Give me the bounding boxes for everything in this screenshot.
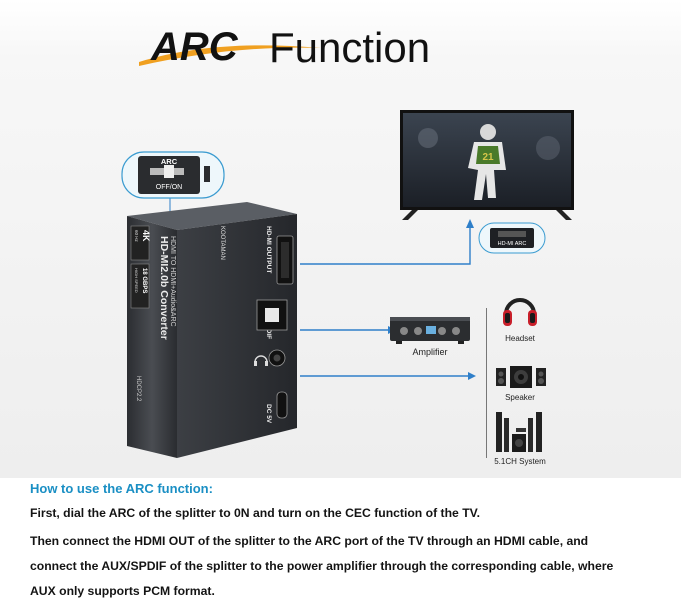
football-player-icon: 21 xyxy=(468,124,506,200)
speaker xyxy=(494,362,548,390)
title-graphic: ARC Function xyxy=(138,24,430,71)
knob-icon xyxy=(452,327,460,335)
title-function: Function xyxy=(269,24,430,71)
switch-label: ARC xyxy=(161,157,178,166)
spdif-port-icon xyxy=(256,299,288,331)
device-description: HDMI TO HDMI+Audio&ARC xyxy=(169,236,176,327)
swoosh-icon xyxy=(138,45,321,66)
surround-system-icon xyxy=(496,412,542,452)
amplifier-label: Amplifier xyxy=(412,347,448,357)
arc-switch-callout: ARC OFF/ON xyxy=(120,150,226,200)
knob-icon xyxy=(400,327,408,335)
instruction-line: connect the AUX/SPDIF of the splitter to… xyxy=(30,559,614,573)
peripheral-label: 5.1CH System xyxy=(494,457,546,466)
arrow-right-icon xyxy=(468,372,476,380)
headset xyxy=(500,290,540,330)
instruction-line: Then connect the HDMI OUT of the splitte… xyxy=(30,534,589,548)
badge-4k: 4K xyxy=(141,230,151,242)
knob-icon xyxy=(438,327,446,335)
hdmi-port-icon xyxy=(498,231,526,237)
knob-icon xyxy=(414,327,422,335)
dc-label: DC 5V xyxy=(265,404,272,424)
switch-knob-icon xyxy=(164,165,174,178)
speaker-icon xyxy=(496,366,546,388)
device-brand: KOOTAMAN xyxy=(219,226,225,260)
tv-port-label: HD-MI ARC xyxy=(498,241,527,247)
television: 21 xyxy=(398,108,576,222)
hdmi-cable-line xyxy=(300,226,471,265)
switch-state: OFF/ON xyxy=(156,184,182,191)
product-illustration: ARC Function ARC OFF/ON xyxy=(0,0,681,478)
aux-port-icon xyxy=(268,349,286,367)
hdcp-label: HDCP2.2 xyxy=(135,376,141,402)
surround-system xyxy=(494,410,550,454)
page-title: ARC Function xyxy=(0,18,681,74)
tv-arc-port-callout: HD-MI ARC xyxy=(478,222,546,254)
badge-gbps-sub: HIGH SPEED xyxy=(134,268,139,293)
svg-text:21: 21 xyxy=(482,152,494,163)
hdmi-output-label: HD-MI OUTPUT xyxy=(265,226,272,273)
title-arc: ARC xyxy=(150,25,239,69)
instruction-line: AUX only supports PCM format. xyxy=(30,584,215,598)
badge-4k-sub: 60 Hz xyxy=(134,230,139,243)
headset-icon xyxy=(503,298,537,326)
amplifier xyxy=(388,313,472,363)
hdmi-output-port-icon xyxy=(276,235,294,285)
instruction-line: First, dial the ARC of the splitter to 0… xyxy=(30,506,481,520)
headphone-icon xyxy=(254,355,268,366)
instructions-heading: How to use the ARC function: xyxy=(30,481,213,496)
hdmi-converter-device: 4K 60 Hz 18 GBPS HIGH SPEED HD-MI2.0b Co… xyxy=(117,196,331,466)
peripheral-label: Speaker xyxy=(505,393,535,402)
device-model: HD-MI2.0b Converter xyxy=(158,236,170,340)
peripheral-bracket xyxy=(486,308,496,458)
arrow-up-icon xyxy=(466,219,474,228)
connection-lines xyxy=(169,198,476,380)
badge-gbps: 18 GBPS xyxy=(141,268,147,293)
peripheral-label: Headset xyxy=(505,334,535,343)
usb-c-port-icon xyxy=(276,391,288,419)
